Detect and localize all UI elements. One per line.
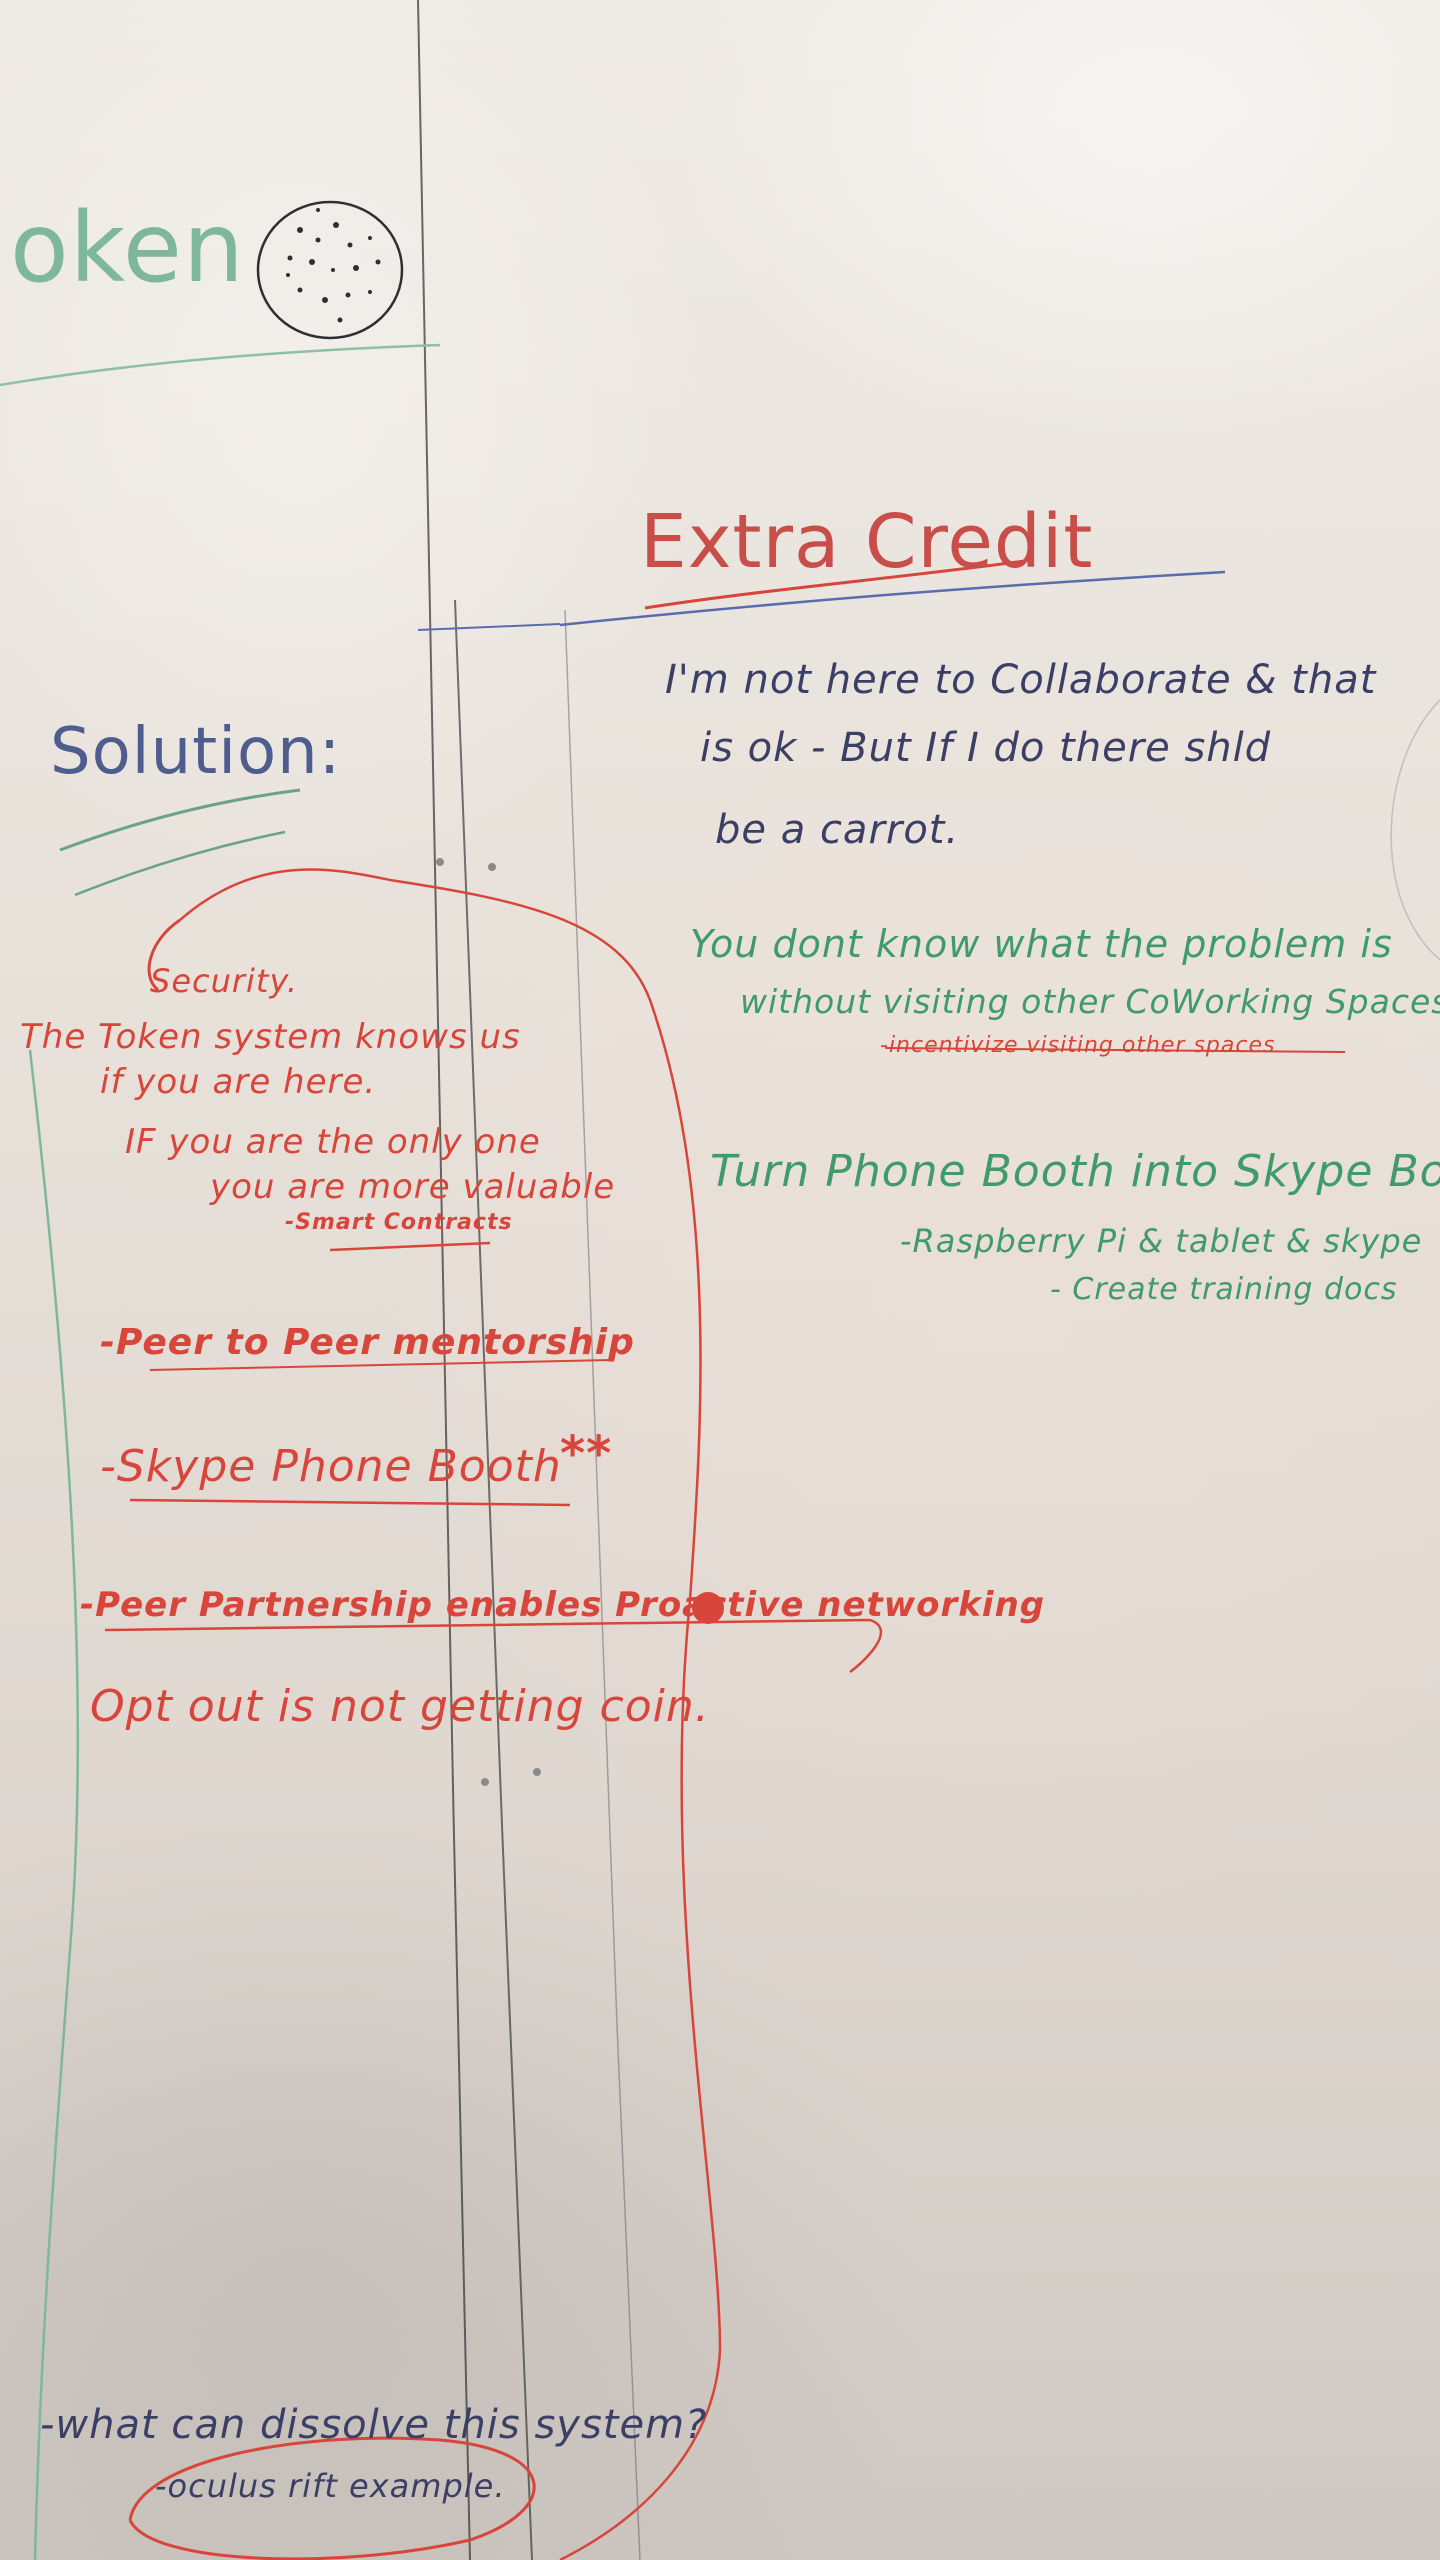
panel-screws (436, 858, 541, 1786)
green-guide-line (0, 343, 441, 387)
extra-credit-underline-red (644, 558, 1033, 610)
right-edge-curve (1390, 699, 1440, 961)
token-line2: if you are here. (100, 1062, 377, 1102)
solution-underline-green-2 (74, 830, 286, 897)
token-doodle-dots (286, 208, 381, 323)
partnership-underline (104, 1618, 883, 1674)
smart-contracts: -Smart Contracts (285, 1210, 513, 1235)
smart-contracts-underline (329, 1241, 491, 1252)
blue-divider (417, 623, 561, 631)
extra-credit-title: Extra Credit (640, 499, 1094, 585)
token-doodle-icon (256, 200, 404, 340)
note-collab-line3: be a carrot. (715, 807, 960, 853)
note-raspberry: -Raspberry Pi & tablet & skype (900, 1222, 1423, 1260)
header-fragment: oken (10, 192, 245, 304)
token-line1: The Token system knows us (20, 1017, 521, 1057)
note-phone-booth: Turn Phone Booth into Skype Boo (710, 1146, 1440, 1197)
skype-underline (129, 1498, 571, 1507)
panel-seam-right (454, 599, 533, 2560)
incentivize-underline (884, 1047, 1346, 1053)
security-label: Security. (150, 962, 299, 1000)
extra-credit-underline-blue (559, 570, 1226, 627)
dissolve-question: -what can dissolve this system? (40, 2402, 708, 2448)
valuable-line2: you are more valuable (210, 1167, 616, 1207)
oculus-example: -oculus rift example. (155, 2467, 506, 2505)
solution-underline-green (59, 788, 301, 852)
note-collab-line1: I'm not here to Collaborate & that (665, 657, 1377, 703)
red-solution-loop (179, 868, 722, 2560)
opt-out: Opt out is not getting coin. (90, 1681, 710, 1732)
skype-stars: ** (560, 1426, 613, 1482)
oculus-loop (128, 2436, 536, 2560)
green-left-curve (28, 1049, 80, 2560)
red-security-bracket (147, 918, 181, 992)
mentorship-underline (149, 1359, 611, 1371)
note-collab-line2: is ok - But If I do there shld (700, 725, 1272, 771)
note-problem-sub: -incentivize visiting other spaces (880, 1033, 1276, 1058)
peer-partnership: -Peer Partnership enables Proactive netw… (80, 1585, 1046, 1625)
skype-phone-booth: -Skype Phone Booth (100, 1441, 562, 1492)
note-training: - Create training docs (1050, 1272, 1398, 1307)
red-ink-blot (692, 1592, 724, 1624)
note-problem-line2: without visiting other CoWorking Spaces (740, 982, 1440, 1021)
peer-mentorship: -Peer to Peer mentorship (100, 1322, 635, 1363)
solution-title: Solution: (50, 715, 342, 789)
note-problem-line1: You dont know what the problem is (690, 922, 1393, 966)
valuable-line1: IF you are the only one (125, 1122, 541, 1162)
panel-seam-left (417, 0, 471, 2560)
